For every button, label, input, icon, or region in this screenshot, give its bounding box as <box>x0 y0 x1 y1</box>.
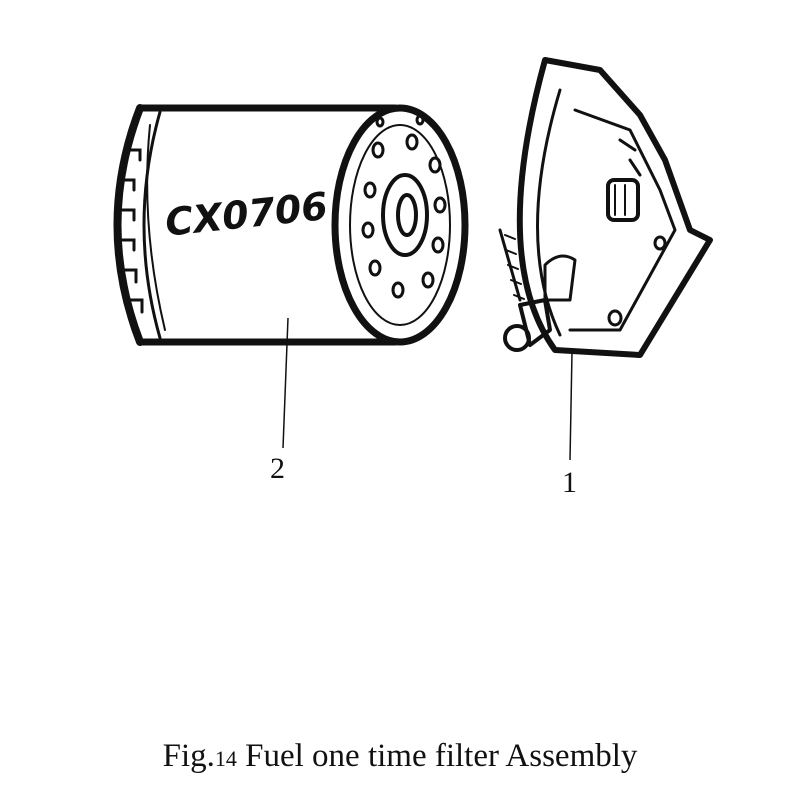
filter-element <box>113 104 469 346</box>
filter-marking: CX0706 <box>163 184 330 245</box>
figure-caption: Fig.14 Fuel one time filter Assembly <box>0 738 800 775</box>
leader-line-2 <box>282 317 289 449</box>
caption-prefix: Fig. <box>162 738 215 774</box>
caption-text: Fuel one time filter Assembly <box>236 738 638 774</box>
part-label-1: 1 <box>562 466 577 499</box>
part-label-2: 2 <box>270 452 285 485</box>
caption-number: 14 <box>214 746 237 771</box>
leader-line-1 <box>569 351 573 461</box>
filter-bracket <box>498 57 713 358</box>
